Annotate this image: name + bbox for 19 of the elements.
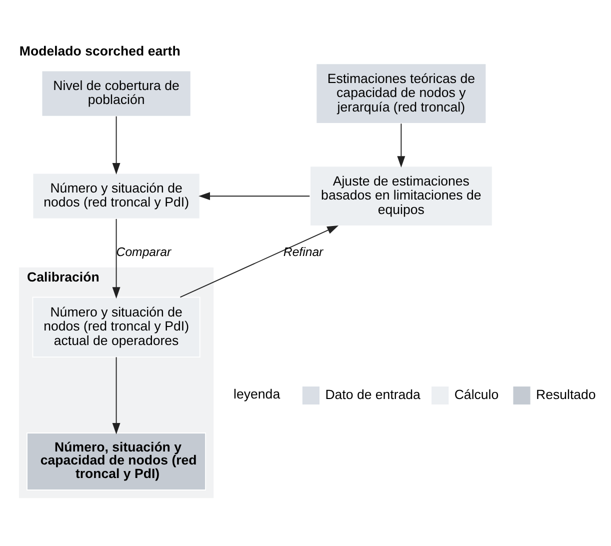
arrow [112,218,120,298]
arrow [112,356,120,434]
node-box: Nivel de cobertura de población [41,70,192,116]
edge-label: Refinar [283,244,324,258]
node-box: Número y situación de nodos (red troncal y PdI) [32,172,200,219]
diagram-title: Modelado scorched earth [19,42,180,58]
edge-label: Comparar [116,244,172,258]
node-box: Número y situación de nodos (red troncal y PdI) actual de operadores [32,296,200,358]
legend-label: Dato de entrada [325,386,420,402]
arrow [198,192,310,200]
node-box: Número, situación y capacidad de nodos (red troncal y PdI) [26,432,206,490]
arrow [397,122,406,168]
node-box: Estimaciones teóricas de capacidad de nodos y jerarquía (red troncal) [316,62,487,124]
legend-label: Cálculo [454,386,499,402]
node-box: Ajuste de estimaciones basados en limitaciones de equipos [310,165,493,226]
legend-label: Resultado [536,386,596,402]
arrow [112,115,120,174]
label: leyenda [234,386,280,402]
arrow [180,224,339,298]
